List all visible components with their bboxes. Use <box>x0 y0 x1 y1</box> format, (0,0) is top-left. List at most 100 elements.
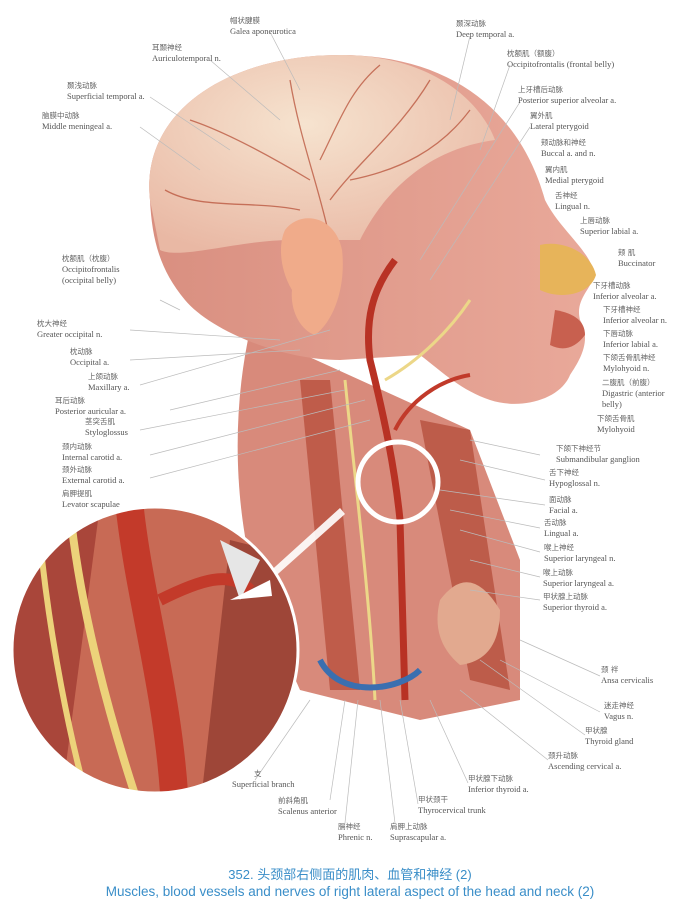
label-en: Superficial temporal a. <box>67 91 145 101</box>
label-zh: 脑膜中动脉 <box>42 111 80 120</box>
scalp-vessels <box>164 64 471 241</box>
label-zh: 迷走神经 <box>604 701 634 710</box>
label-en: Phrenic n. <box>338 832 373 842</box>
label-en: Mylohyoid n. <box>603 363 650 373</box>
label-en: Medial pterygoid <box>545 175 604 185</box>
label-en: Levator scapulae <box>62 499 120 509</box>
label-zh: 颊 肌 <box>618 248 636 257</box>
label-zh: 颞深动脉 <box>456 19 486 28</box>
label-zh: 甲状腺 <box>585 726 608 735</box>
nerves <box>343 299 472 701</box>
label-en: Superficial branch <box>232 779 295 789</box>
label-zh: 枕额肌（枕腹） <box>62 254 115 263</box>
label-zh: 舌神经 <box>555 191 578 200</box>
label-zh: 枕大神经 <box>37 319 67 328</box>
carotid-artery <box>364 257 409 701</box>
label-zh: 帽状腱膜 <box>230 16 260 25</box>
label-en: Lingual a. <box>544 528 579 538</box>
label-zh: 下颌舌骨肌神经 <box>603 353 656 362</box>
label-zh: 下颌下神经节 <box>556 444 601 453</box>
label-zh: 膈神经 <box>338 822 361 831</box>
label-en: Inferior alveolar n. <box>603 315 667 325</box>
label-zh: 颈 袢 <box>601 665 619 674</box>
label-zh: 上唇动脉 <box>580 216 610 225</box>
label-en: Deep temporal a. <box>456 29 515 39</box>
label-zh: 上牙槽后动脉 <box>518 85 563 94</box>
label-en: External carotid a. <box>62 475 125 485</box>
label-zh: 枕动脉 <box>70 347 93 356</box>
label-zh: 耳后动脉 <box>55 396 85 405</box>
label-en: Thyrocervical trunk <box>418 805 486 815</box>
label-zh: 前斜角肌 <box>278 796 308 805</box>
label-zh: 茎突舌肌 <box>85 417 115 426</box>
label-en: Occipitofrontalis (frontal belly) <box>507 59 615 69</box>
highlight-circle <box>355 439 441 525</box>
label-zh: 面动脉 <box>549 495 572 504</box>
label-en: Posterior superior alveolar a. <box>518 95 617 105</box>
label-en: Digastric (anterior belly) <box>602 388 665 409</box>
label-zh: 耳颞神经 <box>152 43 182 52</box>
label-en: Superior thyroid a. <box>543 602 607 612</box>
label-en: Ansa cervicalis <box>601 675 654 685</box>
label-en: Inferior labial a. <box>603 339 658 349</box>
label-zh: 甲状腺下动脉 <box>468 774 513 783</box>
label-en: Greater occipital n. <box>37 329 103 339</box>
label-en: Mylohyoid <box>597 424 635 434</box>
label-zh: 舌下神经 <box>549 468 579 477</box>
label-zh: 下牙槽动脉 <box>593 281 631 290</box>
label-zh: 枕额肌（额腹） <box>507 49 560 58</box>
leader-lines <box>129 31 601 824</box>
label-en: Occipital a. <box>70 357 110 367</box>
label-en: Scalenus anterior <box>278 806 337 816</box>
label-en: Inferior alveolar a. <box>593 291 657 301</box>
label-en: Lateral pterygoid <box>530 121 589 131</box>
label-zh: 翼外肌 <box>530 111 553 120</box>
label-en: Internal carotid a. <box>62 452 123 462</box>
label-en: Hypoglossal n. <box>549 478 600 488</box>
lips <box>550 310 585 349</box>
skull-cap <box>149 55 495 253</box>
label-zh: 喉上动脉 <box>543 568 573 577</box>
label-zh: 喉上神经 <box>544 543 574 552</box>
label-zh: 颈外动脉 <box>62 465 92 474</box>
figure-caption-english: Muscles, blood vessels and nerves of rig… <box>105 884 595 899</box>
label-zh: 下颌舌骨肌 <box>597 414 635 423</box>
label-zh: 支 <box>254 769 262 778</box>
label-en: Galea aponeurotica <box>230 26 296 36</box>
thyroid-gland-shape <box>437 582 500 665</box>
label-en: Vagus n. <box>604 711 634 721</box>
label-en: Superior laryngeal n. <box>544 553 616 563</box>
subclavian-vein <box>317 658 423 691</box>
label-en: Thyroid gland <box>585 736 634 746</box>
label-en: Inferior thyroid a. <box>468 784 529 794</box>
label-occipitofrontalis-frontal: 枕额肌（额腹）Occipitofrontalis (frontal belly) <box>507 48 614 70</box>
label-zh: 甲状腺上动脉 <box>543 592 588 601</box>
